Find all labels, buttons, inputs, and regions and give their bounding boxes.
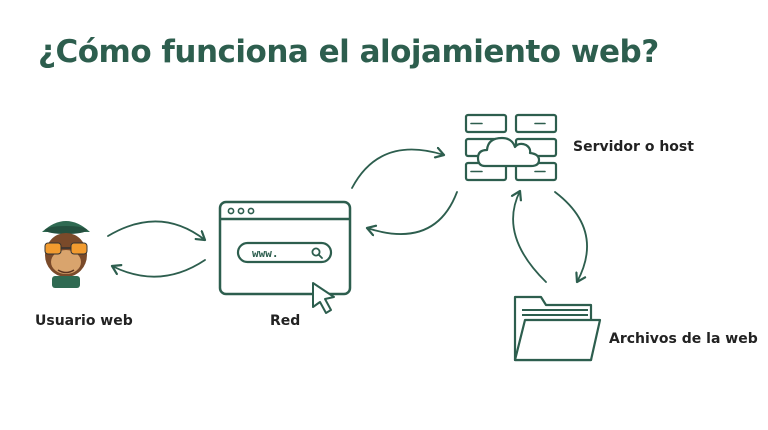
page-title: ¿Cómo funciona el alojamiento web? — [38, 34, 659, 70]
network-label: Red — [270, 313, 301, 329]
folder-icon — [513, 295, 602, 362]
browser-window-icon: www. — [218, 200, 352, 296]
cursor-icon — [312, 282, 335, 314]
url-text: www. — [252, 247, 279, 260]
files-label: Archivos de la web — [609, 331, 758, 347]
arrow-user-to-network — [107, 220, 205, 240]
arrow-server-to-files — [554, 191, 588, 282]
monkey-mascot-icon — [42, 221, 90, 288]
server-label: Servidor o host — [573, 139, 694, 155]
arrow-network-to-server — [351, 150, 444, 189]
arrow-server-to-network — [367, 191, 458, 234]
arrow-network-to-user — [112, 259, 206, 278]
arrow-files-to-server — [513, 191, 547, 283]
cloud-server-icon — [464, 113, 558, 182]
user-label: Usuario web — [35, 313, 133, 329]
